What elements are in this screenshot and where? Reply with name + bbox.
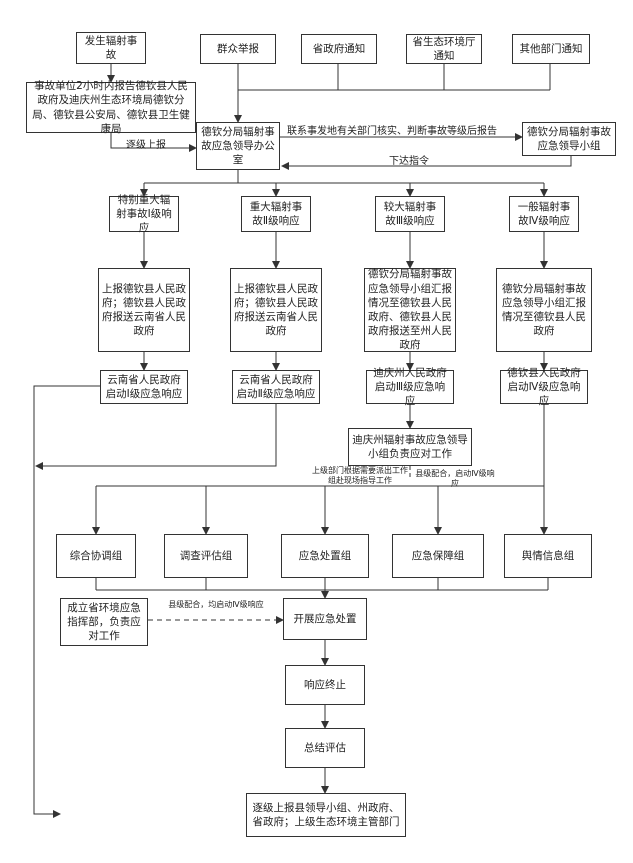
public-report-box: 群众举报	[200, 34, 276, 64]
report1-box: 上报德钦县人民政府；德钦县人民政府报送云南省人民政府	[98, 268, 190, 352]
final-report-box: 逐级上报县领导小组、州政府、省政府；上级生态环境主管部门	[246, 793, 406, 837]
provincial-cmd-box: 成立省环境应急指挥部，负责应对工作	[60, 598, 148, 646]
connector	[281, 156, 572, 170]
survey-group-box: 调查评估组	[164, 534, 248, 578]
leading-group-box: 德钦分局辐射事故应急领导小组	[522, 122, 616, 156]
carry-out-box: 开展应急处置	[283, 598, 367, 640]
coord-group-box: 综合协调组	[56, 534, 136, 578]
contact-label: 联系事发地有关部门核实、判断事故等级后报告	[287, 126, 497, 137]
county-coop-label: 县级配合，启动Ⅳ级响应	[415, 469, 495, 488]
level2-box: 重大辐射事故Ⅱ级响应	[241, 196, 311, 232]
report-unit-box: 事故单位2小时内报告德钦县人民政府及迪庆州生态环境局德钦分局、德钦县公安局、德钦…	[26, 80, 196, 135]
summary-box: 总结评估	[285, 728, 365, 768]
issue-label: 下达指令	[389, 156, 429, 167]
office-box: 德钦分局辐射事故应急领导办公室	[196, 122, 280, 170]
connector	[110, 133, 197, 152]
provincial-env-box: 省生态环境厅通知	[406, 34, 482, 64]
level1-box: 特别重大辐射事故Ⅰ级响应	[109, 194, 179, 234]
connector	[35, 404, 277, 470]
provincial-gov-box: 省政府通知	[301, 34, 377, 64]
report3-box: 德钦分局辐射事故应急领导小组汇报情况至德钦县人民政府、德钦县人民政府报送至州人民…	[364, 268, 456, 352]
start1-box: 云南省人民政府启动Ⅰ级应急响应	[100, 370, 188, 404]
level3-box: 较大辐射事故Ⅲ级响应	[375, 196, 445, 232]
start3-box: 迪庆州人民政府启动Ⅲ级应急响应	[366, 367, 454, 407]
terminate-box: 响应终止	[285, 665, 365, 705]
report2-box: 上报德钦县人民政府；德钦县人民政府报送云南省人民政府	[230, 268, 322, 352]
start2-box: 云南省人民政府启动Ⅱ级应急响应	[232, 370, 320, 404]
county-coop2-label: 县级配合，均启动Ⅳ级响应	[168, 600, 264, 609]
start4-box: 德钦县人民政府启动Ⅳ级应急响应	[500, 367, 588, 407]
escalate-label: 逐级上报	[126, 140, 166, 151]
guarantee-group-box: 应急保障组	[392, 534, 484, 578]
disposal-group-box: 应急处置组	[281, 534, 369, 578]
incident-box: 发生辐射事故	[76, 32, 146, 64]
opinion-group-box: 舆情信息组	[504, 534, 592, 578]
connector	[33, 385, 100, 818]
diqing-group-box: 迪庆州辐射事故应急领导小组负责应对工作	[348, 428, 472, 466]
dispatch-label: 上级部门根据需要派出工作组赴现场指导工作	[312, 466, 408, 485]
other-dept-box: 其他部门通知	[512, 34, 590, 64]
level4-box: 一般辐射事故Ⅳ级响应	[509, 196, 579, 232]
report4-box: 德钦分局辐射事故应急领导小组汇报情况至德钦县人民政府	[496, 268, 592, 352]
